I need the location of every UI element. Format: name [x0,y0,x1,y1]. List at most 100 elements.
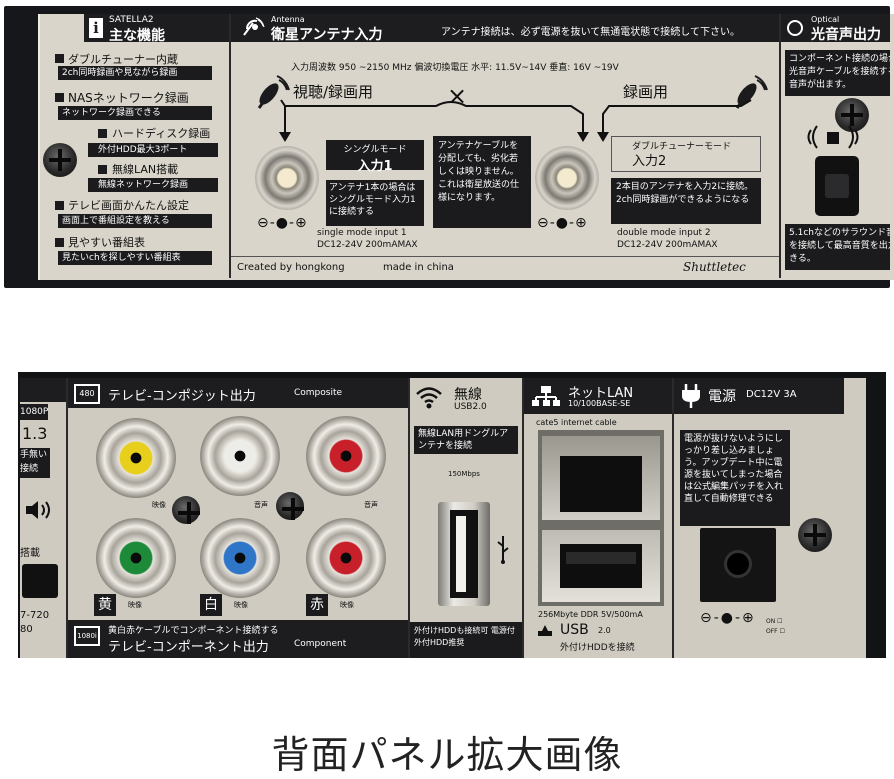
composite-video-yellow-jack[interactable] [96,418,176,498]
screw-icon [798,518,832,552]
switch-off-label: OFF ☐ [766,628,785,635]
composite-header: 480 テレビ-コンポジット出力 Composite [68,378,408,408]
speaker-icon [24,498,52,522]
bullet-icon [55,54,64,63]
input2-spec-power: DC12-24V 200mAMAX [617,240,718,250]
av-output-section: 480 テレビ-コンポジット出力 Composite 映像 音声 音声 黄 白 … [68,378,408,658]
antenna-input-2-connector[interactable] [535,146,599,210]
composite-audio-white-jack[interactable] [200,416,280,496]
component-sub-label: 映像 [340,601,354,609]
usb-port-front[interactable] [438,502,490,606]
lan-title: ネットLAN [568,386,634,401]
feature-label: 見やすい番組表 [68,236,145,249]
section-divider [229,14,231,278]
power-spec: DC12V 3A [746,389,797,400]
antenna-input-1-connector[interactable] [255,146,319,210]
usb-note: 外付けHDDを接続 [560,643,635,653]
screw-icon [172,496,200,524]
lan-header: ネットLAN 10/100BASE-SE [524,378,672,414]
input2-title-box: ダブルチューナーモード 入力2 [611,136,761,172]
component-white-tag: 白 [200,594,222,616]
component-yellow-tag: 黄 [94,594,116,616]
antenna-section: Antenna 衛星アンテナ入力 アンテナ接続は、必ず電源を抜いて無通電状態で接… [231,14,779,278]
optical-bottom-note: 5.1chなどのサラウンド音声を接続して最高音質を出力できる。 [785,224,890,270]
section-divider [672,378,674,658]
optical-label-en: Optical [811,15,840,24]
section-divider [408,378,410,658]
component-title: テレビ-コンポーネント出力 [108,640,269,655]
bullet-icon [98,165,107,174]
optical-output-port[interactable] [815,156,859,216]
made-in-text: made in china [383,262,454,273]
wireless-section: 無線 USB2.0 無線LAN用ドングルアンテナを接続 150Mbps 外付けH… [410,378,522,658]
network-icon [532,386,560,406]
hdmi-version: 1.3 [22,424,48,443]
antenna-spec: 入力周波数 950 ~2150 MHz 偏波切換電圧 水平: 11.5V~14V… [291,63,619,73]
feature-label: ハードディスク録画 [112,127,211,140]
power-plug-icon [680,384,702,408]
usb-port-rear[interactable] [542,530,660,602]
features-section: i SATELLA2 主な機能 ダブルチューナー内蔵 2ch同時録画や見ながら録… [44,14,229,278]
ethernet-port-socket [560,456,642,512]
antenna-notice: アンテナ接続は、必ず電源を抜いて無通電状態で接続して下さい。 [441,27,740,38]
power-section: 電源 DC12V 3A 電源が抜けないようにしっかり差し込みましょう。アップデー… [674,378,844,658]
feature-sub: 無線ネットワーク録画 [88,178,218,192]
input2-title: ダブルチューナーモード [632,142,732,152]
section-divider [66,378,68,658]
right-use-label: 録画用 [623,83,669,101]
hdmi-header [20,378,66,402]
optical-icon [787,20,803,36]
features-title: 主な機能 [109,28,165,44]
component-sub-label: 映像 [128,601,142,609]
optical-note: コンポーネント接続の場合は光音声ケーブルを接続すると音声が出ます。 [785,50,890,96]
usb-version: 2.0 [598,626,611,635]
feature-sub: ネットワーク録画できる [58,106,212,120]
optical-title: 光音声出力 [811,27,881,43]
antenna-title: 衛星アンテナ入力 [271,27,383,43]
input2-spec-mode: double mode input 2 [617,228,711,238]
bullet-icon [55,201,64,210]
input1-spec-power: DC12-24V 200mAMAX [317,240,418,250]
hdmi-port[interactable] [22,564,58,598]
feature-label: NASネットワーク録画 [68,91,189,105]
hdmi-note-line: 手無い [20,450,48,460]
composite-audio-label: 音声 [364,501,378,509]
switch-on-label: ON ☐ [766,618,783,625]
composite-audio-label: 音声 [254,501,268,509]
lan-section: ネットLAN 10/100BASE-SE cate5 internet cabl… [524,378,672,658]
component-green-jack[interactable] [96,518,176,598]
hdmi-resolution-text: 80 [20,624,33,635]
feature-label: 無線LAN搭載 [112,163,179,176]
composite-video-label: 映像 [152,501,166,509]
bullet-icon [55,93,64,102]
composite-audio-red-jack[interactable] [306,416,386,496]
input1-title-box: シングルモード 入力1 [326,140,424,174]
usb-rear-slot [560,544,642,588]
component-red-tag: 赤 [306,594,328,616]
usb-port-tongue [456,516,466,592]
component-red-jack[interactable] [306,518,386,598]
lan-sub: 10/100BASE-SE [568,399,631,408]
composite-label-en: Composite [294,388,343,398]
usb-title: USB [560,622,589,638]
component-blue-jack[interactable] [200,518,280,598]
dc-power-jack[interactable] [700,528,776,602]
optical-port-shutter [825,174,849,198]
center-note: アンテナケーブルを分配しても、劣化若しくは映りません。これは衛星放送の仕様になり… [433,136,531,228]
dc-jack-hole [724,550,752,578]
antenna-header: Antenna 衛星アンテナ入力 アンテナ接続は、必ず電源を抜いて無通電状態で接… [231,14,779,43]
hdmi-resolution-badge: 1080P [20,404,48,420]
input2-note: 2本目のアンテナを入力2に接続。2ch同時録画ができるようになる [611,178,761,224]
screw-icon [276,492,304,520]
ethernet-port[interactable] [542,436,660,520]
features-header: i SATELLA2 主な機能 [84,14,229,44]
bullet-icon [55,238,64,247]
composite-badge: 480 [79,389,95,398]
connection-arrows [279,99,752,142]
section-divider [522,378,524,658]
credit-text: Created by hongkong [237,262,345,273]
component-footer: 1080i 黄白赤ケーブルでコンポーネント接続する テレビ-コンポーネント出力 … [68,620,408,658]
wifi-icon [414,384,444,410]
satellite-dish-icon [241,17,265,39]
tv-icon: 1080i [74,626,100,646]
